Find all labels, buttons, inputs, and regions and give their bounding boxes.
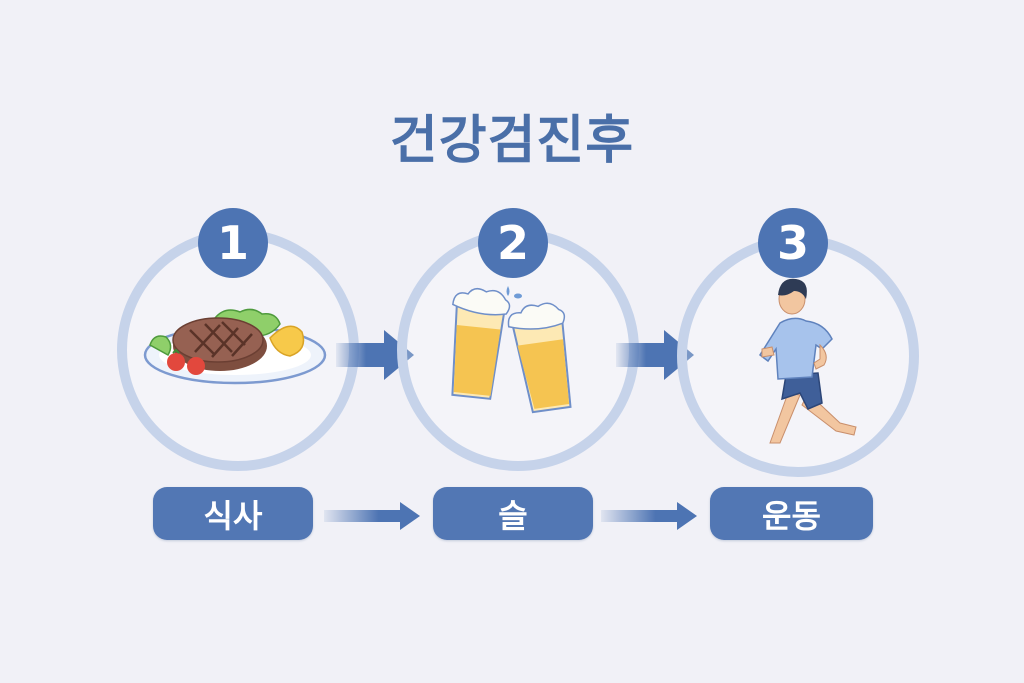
step-2-number-badge: 2	[478, 208, 548, 278]
step-3-label: 운동	[710, 487, 873, 540]
step-1-label: 식사	[153, 487, 313, 540]
step-2-label: 슬	[433, 487, 593, 540]
step-1-number-badge: 1	[198, 208, 268, 278]
label-arrow-2-to-3-icon	[601, 502, 697, 530]
step-3-number-badge: 3	[758, 208, 828, 278]
page-title: 건강검진후	[389, 111, 635, 171]
steak-plate-icon	[143, 308, 327, 385]
label-arrow-1-to-2-icon	[324, 502, 420, 530]
beer-toast-icon	[451, 286, 572, 414]
running-man-icon	[758, 278, 857, 444]
